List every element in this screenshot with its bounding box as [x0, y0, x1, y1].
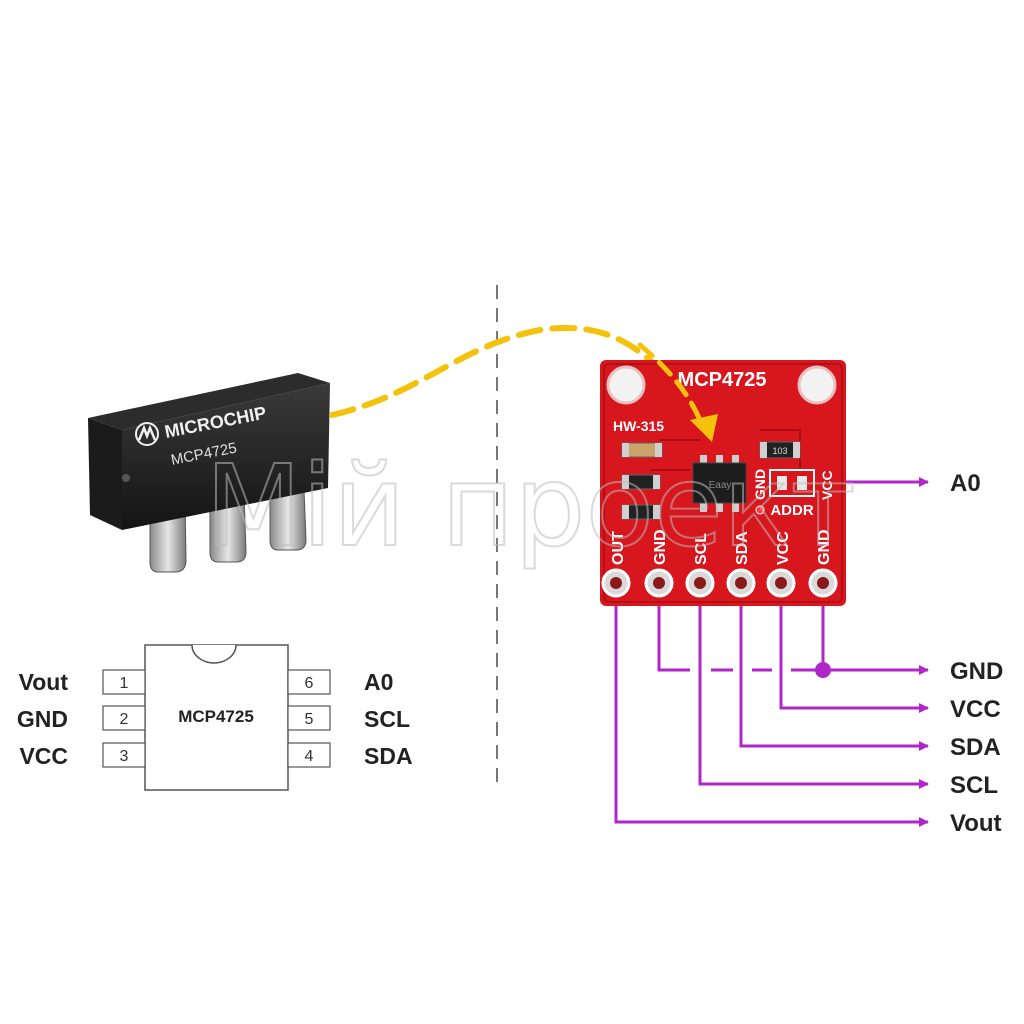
output-label-vout: Vout	[950, 810, 1002, 837]
header-label-vcc: VCC	[775, 531, 792, 565]
header-pads	[601, 568, 838, 598]
output-labels: A0 GND VCC SDA SCL Vout	[950, 470, 1003, 837]
pin-name: GND	[17, 706, 68, 732]
wire-gnd-1	[657, 590, 690, 672]
pinout-title: MCP4725	[178, 707, 254, 726]
pin-name: A0	[364, 669, 393, 695]
header-label-scl: SCL	[693, 533, 710, 565]
board-pin-label: VCC	[819, 470, 835, 500]
header-label-gnd2: GND	[816, 529, 833, 565]
output-label-vcc: VCC	[950, 696, 1001, 723]
pin-num: 6	[305, 675, 314, 692]
header-label-sda: SDA	[734, 531, 751, 565]
addr-label: ADDR	[770, 502, 813, 519]
pin-name: SCL	[364, 706, 410, 732]
microchip-logo-icon	[135, 422, 159, 446]
wire-sda	[739, 590, 929, 751]
led	[755, 505, 765, 515]
mounting-hole	[606, 365, 646, 405]
resistor-code: 103	[772, 446, 787, 456]
pin-num: 4	[305, 748, 314, 765]
dac-ic: Eaay	[692, 455, 747, 512]
output-label-gnd: GND	[950, 658, 1003, 685]
mcp4725-board: MCP4725 HW-315 103 Eaay	[600, 360, 846, 606]
addr-jumper	[769, 469, 815, 497]
output-label-sda: SDA	[950, 734, 1001, 761]
gnd-junction-dot	[815, 662, 831, 678]
wire-vout	[614, 590, 929, 827]
pinout-body	[144, 644, 289, 791]
output-label-a0: A0	[950, 470, 981, 497]
board-title: MCP4725	[678, 369, 767, 391]
watermark: Мій проект	[205, 442, 856, 572]
pin-name: Vout	[19, 669, 69, 695]
mounting-hole	[797, 365, 837, 405]
connection-wires	[614, 477, 929, 827]
chip-photo: MICROCHIP MCP4725	[88, 373, 330, 573]
pin-num: 2	[120, 711, 129, 728]
output-label-scl: SCL	[950, 772, 998, 799]
board-model: HW-315	[613, 418, 664, 434]
pin-num: 1	[120, 675, 129, 692]
header-label-gnd: GND	[652, 529, 669, 565]
pin-name: SDA	[364, 743, 413, 769]
header-label-out: OUT	[610, 531, 627, 565]
ic-marking: Eaay	[709, 480, 732, 491]
wire-scl	[698, 590, 929, 789]
wire-vcc	[779, 590, 929, 713]
board-pin-label: GND	[752, 469, 768, 500]
pin-name: VCC	[19, 743, 68, 769]
pin-num: 5	[305, 711, 314, 728]
pinout-diagram: MCP4725 1 2 3 Vout GND VCC 6 5 4 A0 SCL …	[17, 644, 413, 791]
pin-num: 3	[120, 748, 129, 765]
